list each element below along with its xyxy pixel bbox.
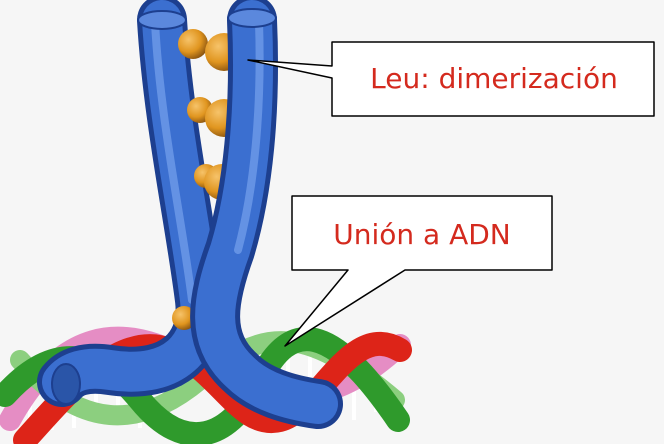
callout-dimerization-label: Leu: dimerización [370, 62, 618, 95]
callout-dna-binding-label: Unión a ADN [333, 218, 511, 251]
leucine-sphere [178, 29, 208, 59]
